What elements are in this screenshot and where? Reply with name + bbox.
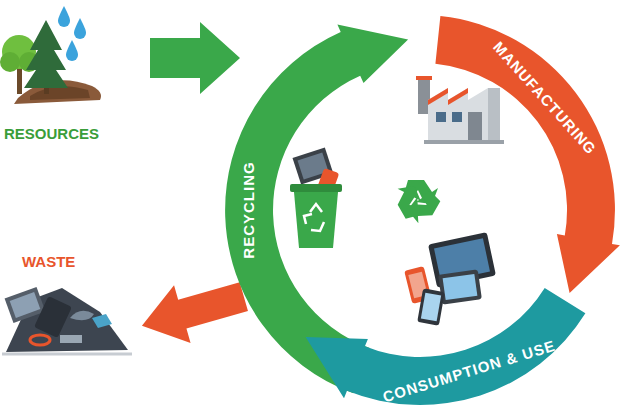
arc-arrow <box>306 288 586 405</box>
output-arrow <box>134 268 252 355</box>
recycle-symbol <box>391 180 443 227</box>
input-arrow <box>150 22 240 94</box>
arc-arrow <box>435 16 620 293</box>
waste-icon <box>2 287 132 354</box>
band-label: MANUFACTURING <box>491 38 600 156</box>
devices-icon <box>404 232 496 325</box>
recycle-bin-icon <box>290 147 342 248</box>
consumption-band: CONSUMPTION & USE <box>284 283 593 413</box>
arc-arrow-shape <box>434 8 623 306</box>
factory-icon <box>416 76 504 144</box>
band-label: RECYCLING <box>241 161 256 258</box>
resources-label: RESOURCES <box>4 126 99 141</box>
resources-icon <box>0 6 101 104</box>
manufacturing-band: MANUFACTURING <box>434 8 623 306</box>
waste-label: WASTE <box>22 254 75 269</box>
